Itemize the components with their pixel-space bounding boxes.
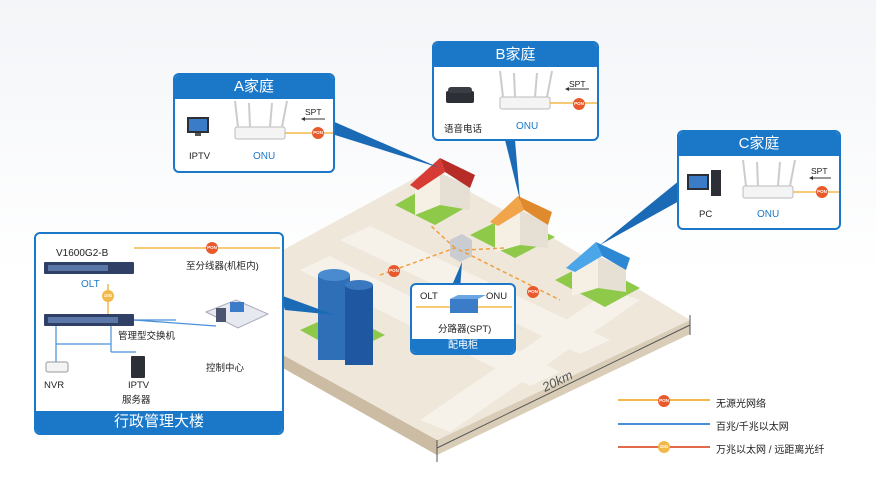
cabinet-title: 配电柜 — [412, 339, 514, 353]
callout-a — [330, 120, 440, 168]
pon-badge: PON — [206, 242, 218, 254]
onu-label: ONU — [516, 121, 539, 132]
spt-label: SPT — [811, 166, 828, 176]
callout-admin — [280, 295, 335, 315]
legend-label-pon: 无源光网络 — [716, 399, 766, 410]
distance-line — [436, 324, 691, 449]
legend-pon-badge: PON — [658, 395, 670, 407]
splitter-icon — [450, 299, 478, 313]
olt-model-label: V1600G2-B — [56, 248, 109, 259]
iptv-server-label-2: 服务器 — [122, 395, 151, 406]
onu-label: ONU — [757, 209, 780, 220]
cabinet-olt-label: OLT — [420, 291, 438, 302]
callout-c — [600, 180, 690, 245]
onu-router-icon — [742, 185, 794, 199]
onu-router-icon — [234, 126, 286, 140]
pon-fiber-path — [379, 247, 561, 301]
home-c-panel: C家庭 PC ONU SPT PON — [677, 130, 841, 230]
map-pon-badge: PON — [388, 265, 400, 277]
legend-label-ethernet: 百兆/千兆以太网 — [716, 422, 789, 433]
pc-label: PC — [699, 209, 713, 220]
splitter-label: 分路器(SPT) — [438, 324, 492, 335]
iptv-server-label-1: IPTV — [128, 380, 150, 391]
cabinet-onu-label: ONU — [486, 291, 508, 302]
cabinet-panel: OLT ONU 分路器(SPT) 配电柜 — [410, 283, 516, 355]
admin-building-panel: V1600G2-B OLT PON 至分线器(机柜内) 10G 管理型交换机 控… — [34, 232, 284, 435]
pon-badge: PON — [816, 186, 828, 198]
home-a-title: A家庭 — [175, 75, 333, 99]
legend-gbe-badge: 10G — [658, 441, 670, 453]
street-cabinet — [450, 234, 472, 262]
callout-b — [505, 140, 520, 200]
gbe-badge: 10G — [102, 290, 114, 302]
admin-title: 行政管理大楼 — [36, 411, 282, 433]
control-center-label: 控制中心 — [206, 363, 245, 374]
spt-label: SPT — [305, 107, 322, 117]
map-pon-badge: PON — [527, 286, 539, 298]
to-splitter-label: 至分线器(机柜内) — [186, 261, 259, 272]
onu-label: ONU — [253, 151, 276, 162]
phone-icon — [446, 91, 474, 103]
home-b-panel: B家庭 语音电话 ONU SPT PON — [432, 41, 599, 141]
control-center-icon — [204, 299, 270, 329]
spt-label: SPT — [569, 79, 586, 89]
legend-label-fiber: 万兆以太网 / 远距离光纤 — [716, 445, 825, 456]
iptv-server-icon — [131, 356, 145, 378]
nvr-icon — [45, 361, 69, 373]
nvr-label: NVR — [44, 380, 65, 391]
home-b-title: B家庭 — [434, 43, 597, 67]
olt-label: OLT — [81, 279, 100, 290]
pon-badge: PON — [573, 98, 585, 110]
home-c-title: C家庭 — [679, 132, 839, 156]
phone-label: 语音电话 — [444, 124, 483, 135]
legend-line-ethernet — [618, 423, 710, 425]
pon-badge: PON — [312, 127, 324, 139]
onu-router-icon — [499, 96, 551, 110]
switch-label: 管理型交换机 — [118, 331, 176, 342]
iptv-label: IPTV — [189, 151, 211, 162]
office-tower — [318, 275, 350, 360]
home-a-panel: A家庭 IPTV ONU SPT PON — [173, 73, 335, 173]
legend: PON 无源光网络 百兆/千兆以太网 10G 万兆以太网 / 远距离光纤 — [618, 395, 858, 465]
